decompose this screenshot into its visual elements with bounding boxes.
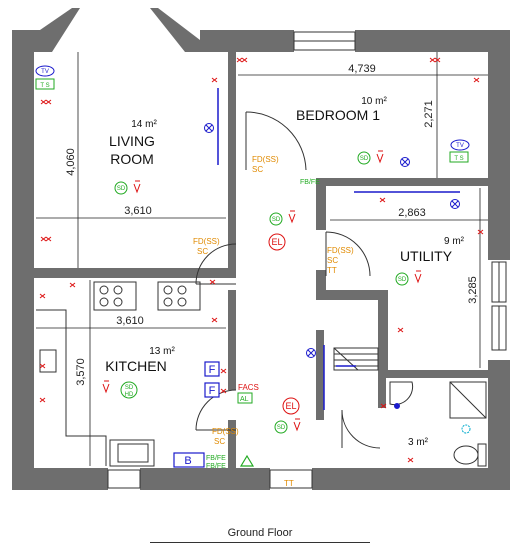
living-height-dim: 4,060 bbox=[65, 148, 77, 176]
bedroom-name: BEDROOM 1 bbox=[296, 107, 380, 123]
tt-label-front: TT bbox=[284, 479, 294, 488]
floor-title-underline bbox=[150, 542, 370, 543]
sd-living: SD bbox=[117, 186, 126, 192]
f-box-2: F bbox=[209, 385, 216, 397]
fire-door-labels: FD(SS) SC FD(SS) SC FD(SS) SC TT FD(SS) … bbox=[193, 155, 354, 488]
fb-fe-hall: FB/FE bbox=[300, 179, 320, 186]
al-label: AL bbox=[240, 396, 249, 403]
bedroom-height-dim: 2,271 bbox=[423, 100, 435, 128]
sd-bedroom: SD bbox=[360, 156, 369, 162]
utility-name: UTILITY bbox=[400, 248, 453, 264]
sc-label-living: SC bbox=[197, 247, 208, 256]
ts-label-living: T S bbox=[40, 83, 49, 89]
utility-area: 9 m² bbox=[444, 236, 465, 247]
blue-lines bbox=[217, 88, 460, 410]
fd-label-kitchen: FD(SS) bbox=[212, 427, 239, 436]
el-hall: EL bbox=[271, 237, 282, 247]
sounder-symbols bbox=[102, 150, 422, 432]
sd-utility: SD bbox=[398, 277, 407, 283]
tv-label-bedroom: TV bbox=[456, 143, 464, 149]
ts-label-bedroom: T S bbox=[454, 156, 463, 162]
utility-width-dim: 2,863 bbox=[398, 207, 426, 219]
living-room-area: 14 m² bbox=[131, 119, 157, 130]
room-labels: LIVING ROOM 14 m² BEDROOM 1 10 m² UTILIT… bbox=[105, 96, 464, 448]
tv-label-living: TV bbox=[41, 69, 49, 75]
fd-label-utility: FD(SS) bbox=[327, 246, 354, 255]
doors bbox=[195, 111, 381, 449]
sc-label-kitchen: SC bbox=[214, 437, 225, 446]
windows-right bbox=[491, 261, 507, 351]
floor-title: Ground Floor bbox=[227, 527, 293, 539]
b-box: B bbox=[184, 455, 191, 467]
fd-label-bedroom: FD(SS) bbox=[252, 155, 279, 164]
svg-text:FACS: FACS bbox=[238, 383, 259, 392]
detectors: SD SD SD SD SD HD SD bbox=[114, 151, 409, 434]
f-box-1: F bbox=[209, 364, 216, 376]
windows-top bbox=[293, 31, 356, 51]
dimension-lines bbox=[36, 52, 488, 466]
living-room-name-line1: LIVING bbox=[109, 133, 155, 149]
light-symbols bbox=[204, 123, 471, 434]
facs-label: FACS AL bbox=[237, 383, 259, 404]
kitchen-name: KITCHEN bbox=[105, 358, 166, 374]
fd-label-living: FD(SS) bbox=[193, 237, 220, 246]
sd-hall: SD bbox=[272, 217, 281, 223]
fb-fe-kitchen-2: FB/FE bbox=[206, 463, 226, 470]
bedroom-area: 10 m² bbox=[361, 96, 387, 107]
fb-fe-kitchen-1: FB/FE bbox=[206, 455, 226, 462]
kitchen-fittings bbox=[36, 281, 201, 467]
el-lower-hall: EL bbox=[285, 401, 296, 411]
sc-label-bedroom: SC bbox=[252, 165, 263, 174]
walls bbox=[12, 8, 510, 490]
living-width-dim: 3,610 bbox=[124, 205, 152, 217]
tt-label-utility: TT bbox=[327, 266, 337, 275]
sd-kitchen: SD bbox=[125, 385, 134, 391]
bedroom-width-dim: 4,739 bbox=[348, 63, 376, 75]
fire-boxes: F F B bbox=[173, 361, 220, 468]
sc-label-utility: SC bbox=[327, 256, 338, 265]
windows-bottom bbox=[107, 469, 313, 489]
utility-height-dim: 3,285 bbox=[467, 276, 479, 304]
socket-marks bbox=[39, 57, 484, 463]
hd-kitchen: HD bbox=[125, 392, 134, 398]
living-room-name-line2: ROOM bbox=[110, 151, 154, 167]
emergency-lights: EL EL bbox=[268, 233, 300, 415]
kitchen-area: 13 m² bbox=[149, 346, 175, 357]
fb-fe-labels: FB/FE FB/FE FB/FE bbox=[206, 179, 320, 470]
sd-lower-hall: SD bbox=[277, 425, 286, 431]
warning-triangle bbox=[239, 454, 255, 467]
kitchen-width-dim: 3,610 bbox=[116, 315, 144, 327]
kitchen-height-dim: 3,570 bbox=[75, 358, 87, 386]
wc-fittings bbox=[389, 381, 487, 467]
dimension-labels: 4,060 3,610 4,739 2,271 2,863 3,285 3,61… bbox=[65, 63, 479, 386]
wc-area: 3 m² bbox=[408, 437, 429, 448]
tv-ts-symbols: TV T S TV T S bbox=[35, 65, 470, 163]
